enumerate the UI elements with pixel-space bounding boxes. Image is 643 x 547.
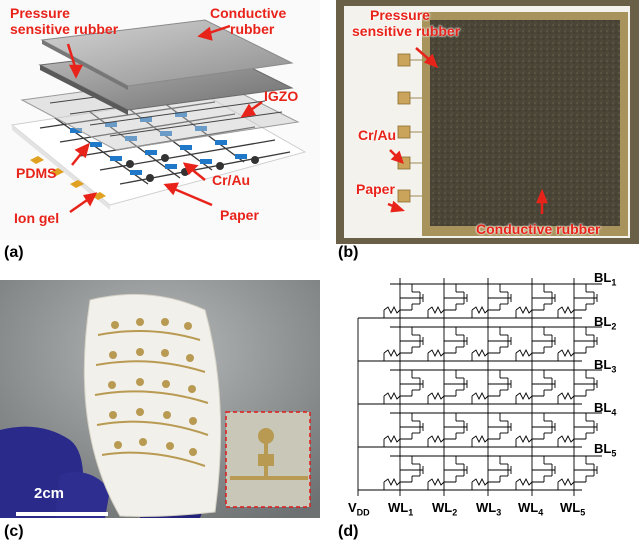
label-pressure-rubber-line1: Pressure bbox=[10, 5, 70, 21]
pressure-resistor-r5c1 bbox=[383, 477, 412, 487]
pressure-resistor-r3c2 bbox=[427, 391, 456, 401]
panel-b-photo: Pressure sensitive rubber Cr/Au Paper Co… bbox=[336, 0, 639, 244]
label-pdms: PDMS bbox=[16, 165, 57, 181]
bitline-label-2: BL2 bbox=[594, 314, 617, 332]
scale-bar-label: 2cm bbox=[34, 485, 65, 502]
panel-a-figure: Pressure sensitive rubber Conductive rub… bbox=[0, 0, 320, 240]
pressure-resistor-r1c3 bbox=[471, 305, 500, 315]
panel-d-label: (d) bbox=[338, 523, 359, 540]
wordline-label-2: WL2 bbox=[432, 500, 458, 518]
panel-d-circuit-schematic bbox=[357, 278, 602, 496]
pressure-resistor-r4c4 bbox=[515, 434, 544, 444]
panel-a-device-illustration bbox=[10, 19, 307, 214]
panel-a-label: (a) bbox=[4, 244, 24, 261]
wordline-label-5: WL5 bbox=[560, 500, 586, 518]
pressure-resistor-r3c4 bbox=[515, 391, 544, 401]
wordline-label-3: WL3 bbox=[476, 500, 502, 518]
panel-c-photo: 2cm bbox=[0, 280, 320, 518]
bitline-label-3: BL3 bbox=[594, 357, 617, 375]
label-b-conductive-rubber: Conductive rubber bbox=[476, 221, 601, 237]
pressure-resistor-r5c3 bbox=[471, 477, 500, 487]
pressure-resistor-r2c3 bbox=[471, 348, 500, 358]
bitline-label-4: BL4 bbox=[594, 400, 617, 418]
pressure-resistor-r1c4 bbox=[515, 305, 544, 315]
panel-c-label: (c) bbox=[4, 523, 24, 540]
panel-c-flexible-sensor-photo bbox=[0, 280, 320, 518]
panel-d-circuit: BL1 BL2 BL3 BL4 BL5 VDD WL1 WL2 WL3 WL4 … bbox=[336, 268, 643, 518]
pressure-resistor-r5c2 bbox=[427, 477, 456, 487]
pressure-resistor-r3c1 bbox=[383, 391, 412, 401]
label-b-pressure-line1: Pressure bbox=[370, 7, 430, 23]
wordline-label-vdd: VDD bbox=[348, 500, 370, 518]
pressure-resistor-r1c5 bbox=[557, 305, 586, 315]
bitline-label-1: BL1 bbox=[594, 270, 617, 288]
label-conductive-rubber-line1: Conductive bbox=[210, 5, 287, 21]
label-b-pressure-line2: sensitive rubber bbox=[352, 23, 461, 39]
panel-b-label: (b) bbox=[338, 244, 359, 261]
label-b-cr-au: Cr/Au bbox=[358, 127, 397, 143]
pressure-resistor-r4c3 bbox=[471, 434, 500, 444]
label-cr-au: Cr/Au bbox=[212, 172, 251, 188]
label-igzo: IGZO bbox=[264, 88, 299, 104]
pressure-resistor-r4c2 bbox=[427, 434, 456, 444]
label-conductive-rubber-line2: rubber bbox=[230, 21, 275, 37]
pressure-resistor-r3c5 bbox=[557, 391, 586, 401]
panel-b-sensor-photo bbox=[336, 0, 639, 244]
label-ion-gel: Ion gel bbox=[14, 210, 60, 226]
bitline-label-5: BL5 bbox=[594, 441, 617, 459]
pressure-resistor-r2c4 bbox=[515, 348, 544, 358]
pressure-resistor-r4c1 bbox=[383, 434, 412, 444]
wordline-label-1: WL1 bbox=[388, 500, 414, 518]
label-paper: Paper bbox=[220, 207, 259, 223]
pressure-resistor-r1c2 bbox=[427, 305, 456, 315]
pressure-resistor-r5c4 bbox=[515, 477, 544, 487]
pressure-resistor-r3c3 bbox=[471, 391, 500, 401]
pressure-resistor-r1c1 bbox=[383, 305, 412, 315]
pressure-resistor-r5c5 bbox=[557, 477, 586, 487]
pressure-resistor-r2c2 bbox=[427, 348, 456, 358]
label-pressure-rubber-line2: sensitive rubber bbox=[10, 21, 119, 37]
pressure-resistor-r2c5 bbox=[557, 348, 586, 358]
pressure-resistor-r2c1 bbox=[383, 348, 412, 358]
wordline-label-4: WL4 bbox=[518, 500, 544, 518]
pressure-resistor-r4c5 bbox=[557, 434, 586, 444]
label-b-paper: Paper bbox=[356, 181, 395, 197]
